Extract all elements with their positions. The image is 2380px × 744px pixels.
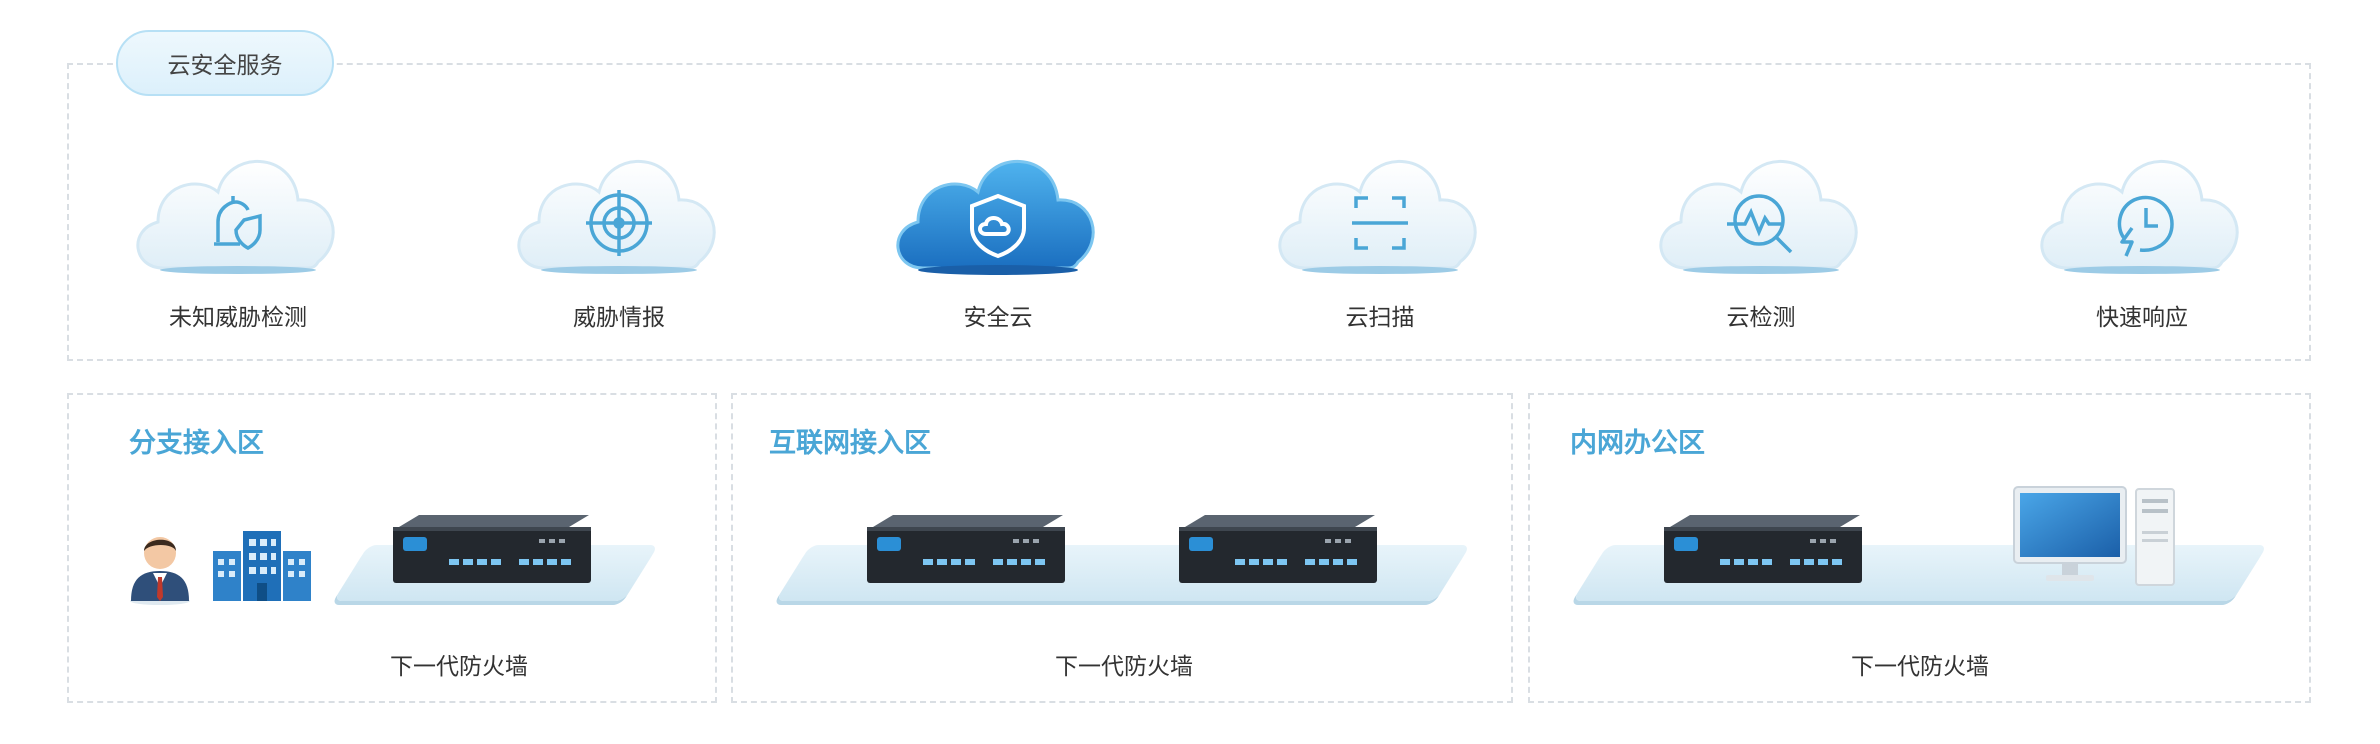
target-icon (586, 190, 652, 256)
service-threat-intel[interactable]: 威胁情报 (499, 130, 739, 332)
cloud-security-tag: 云安全服务 (116, 30, 334, 96)
firewall-device-icon (867, 515, 1065, 583)
scan-frame-icon (1352, 196, 1408, 250)
service-label: 快速响应 (2096, 305, 2188, 331)
zone-caption: 下一代防火墙 (1851, 654, 1989, 680)
service-label: 云检测 (1726, 305, 1796, 331)
zone-caption: 下一代防火墙 (390, 654, 528, 680)
service-label: 威胁情报 (573, 305, 665, 331)
zone-title: 分支接入区 (129, 428, 264, 459)
zone-intranet-office: 内网办公区 下一代防火墙 (1528, 393, 2311, 703)
service-cloud-scan[interactable]: 云扫描 (1260, 130, 1500, 332)
cloud-icon (136, 159, 335, 274)
firewall-device-icon (1664, 515, 1862, 583)
service-label: 云扫描 (1345, 305, 1415, 331)
service-cloud-detect[interactable]: 云检测 (1641, 130, 1881, 332)
cloud-security-title: 云安全服务 (167, 53, 283, 79)
firewall-device-icon (393, 515, 591, 583)
service-unknown-threat[interactable]: 未知威胁检测 (118, 130, 358, 332)
bell-shield-icon (214, 196, 262, 250)
clock-bolt-icon (2117, 195, 2174, 257)
zone-title: 内网办公区 (1570, 428, 1705, 459)
zone-title: 互联网接入区 (769, 428, 931, 459)
zone-branch-access: 分支接入区 下一代防火墙 (67, 393, 717, 703)
cloud-icon-highlight (896, 159, 1095, 275)
service-fast-response[interactable]: 快速响应 (2022, 130, 2262, 332)
building-icon (213, 531, 311, 601)
service-security-cloud[interactable]: 安全云 (878, 130, 1118, 332)
zone-caption: 下一代防火墙 (1055, 654, 1193, 680)
cloud-shield-icon (970, 193, 1026, 259)
cloud-icon (517, 159, 716, 274)
user-icon (130, 537, 190, 605)
firewall-device-icon (1179, 515, 1377, 583)
desktop-computer-icon (2013, 486, 2175, 586)
cloud-security-panel (67, 63, 2311, 361)
zone-internet-access: 互联网接入区 下一代防火墙 (731, 393, 1513, 703)
cloud-icon (1659, 159, 1858, 274)
service-label: 未知威胁检测 (169, 305, 307, 331)
cloud-icon (1278, 159, 1477, 274)
search-pulse-icon (1727, 194, 1793, 254)
cloud-icon (2040, 159, 2239, 274)
service-label: 安全云 (963, 305, 1033, 331)
